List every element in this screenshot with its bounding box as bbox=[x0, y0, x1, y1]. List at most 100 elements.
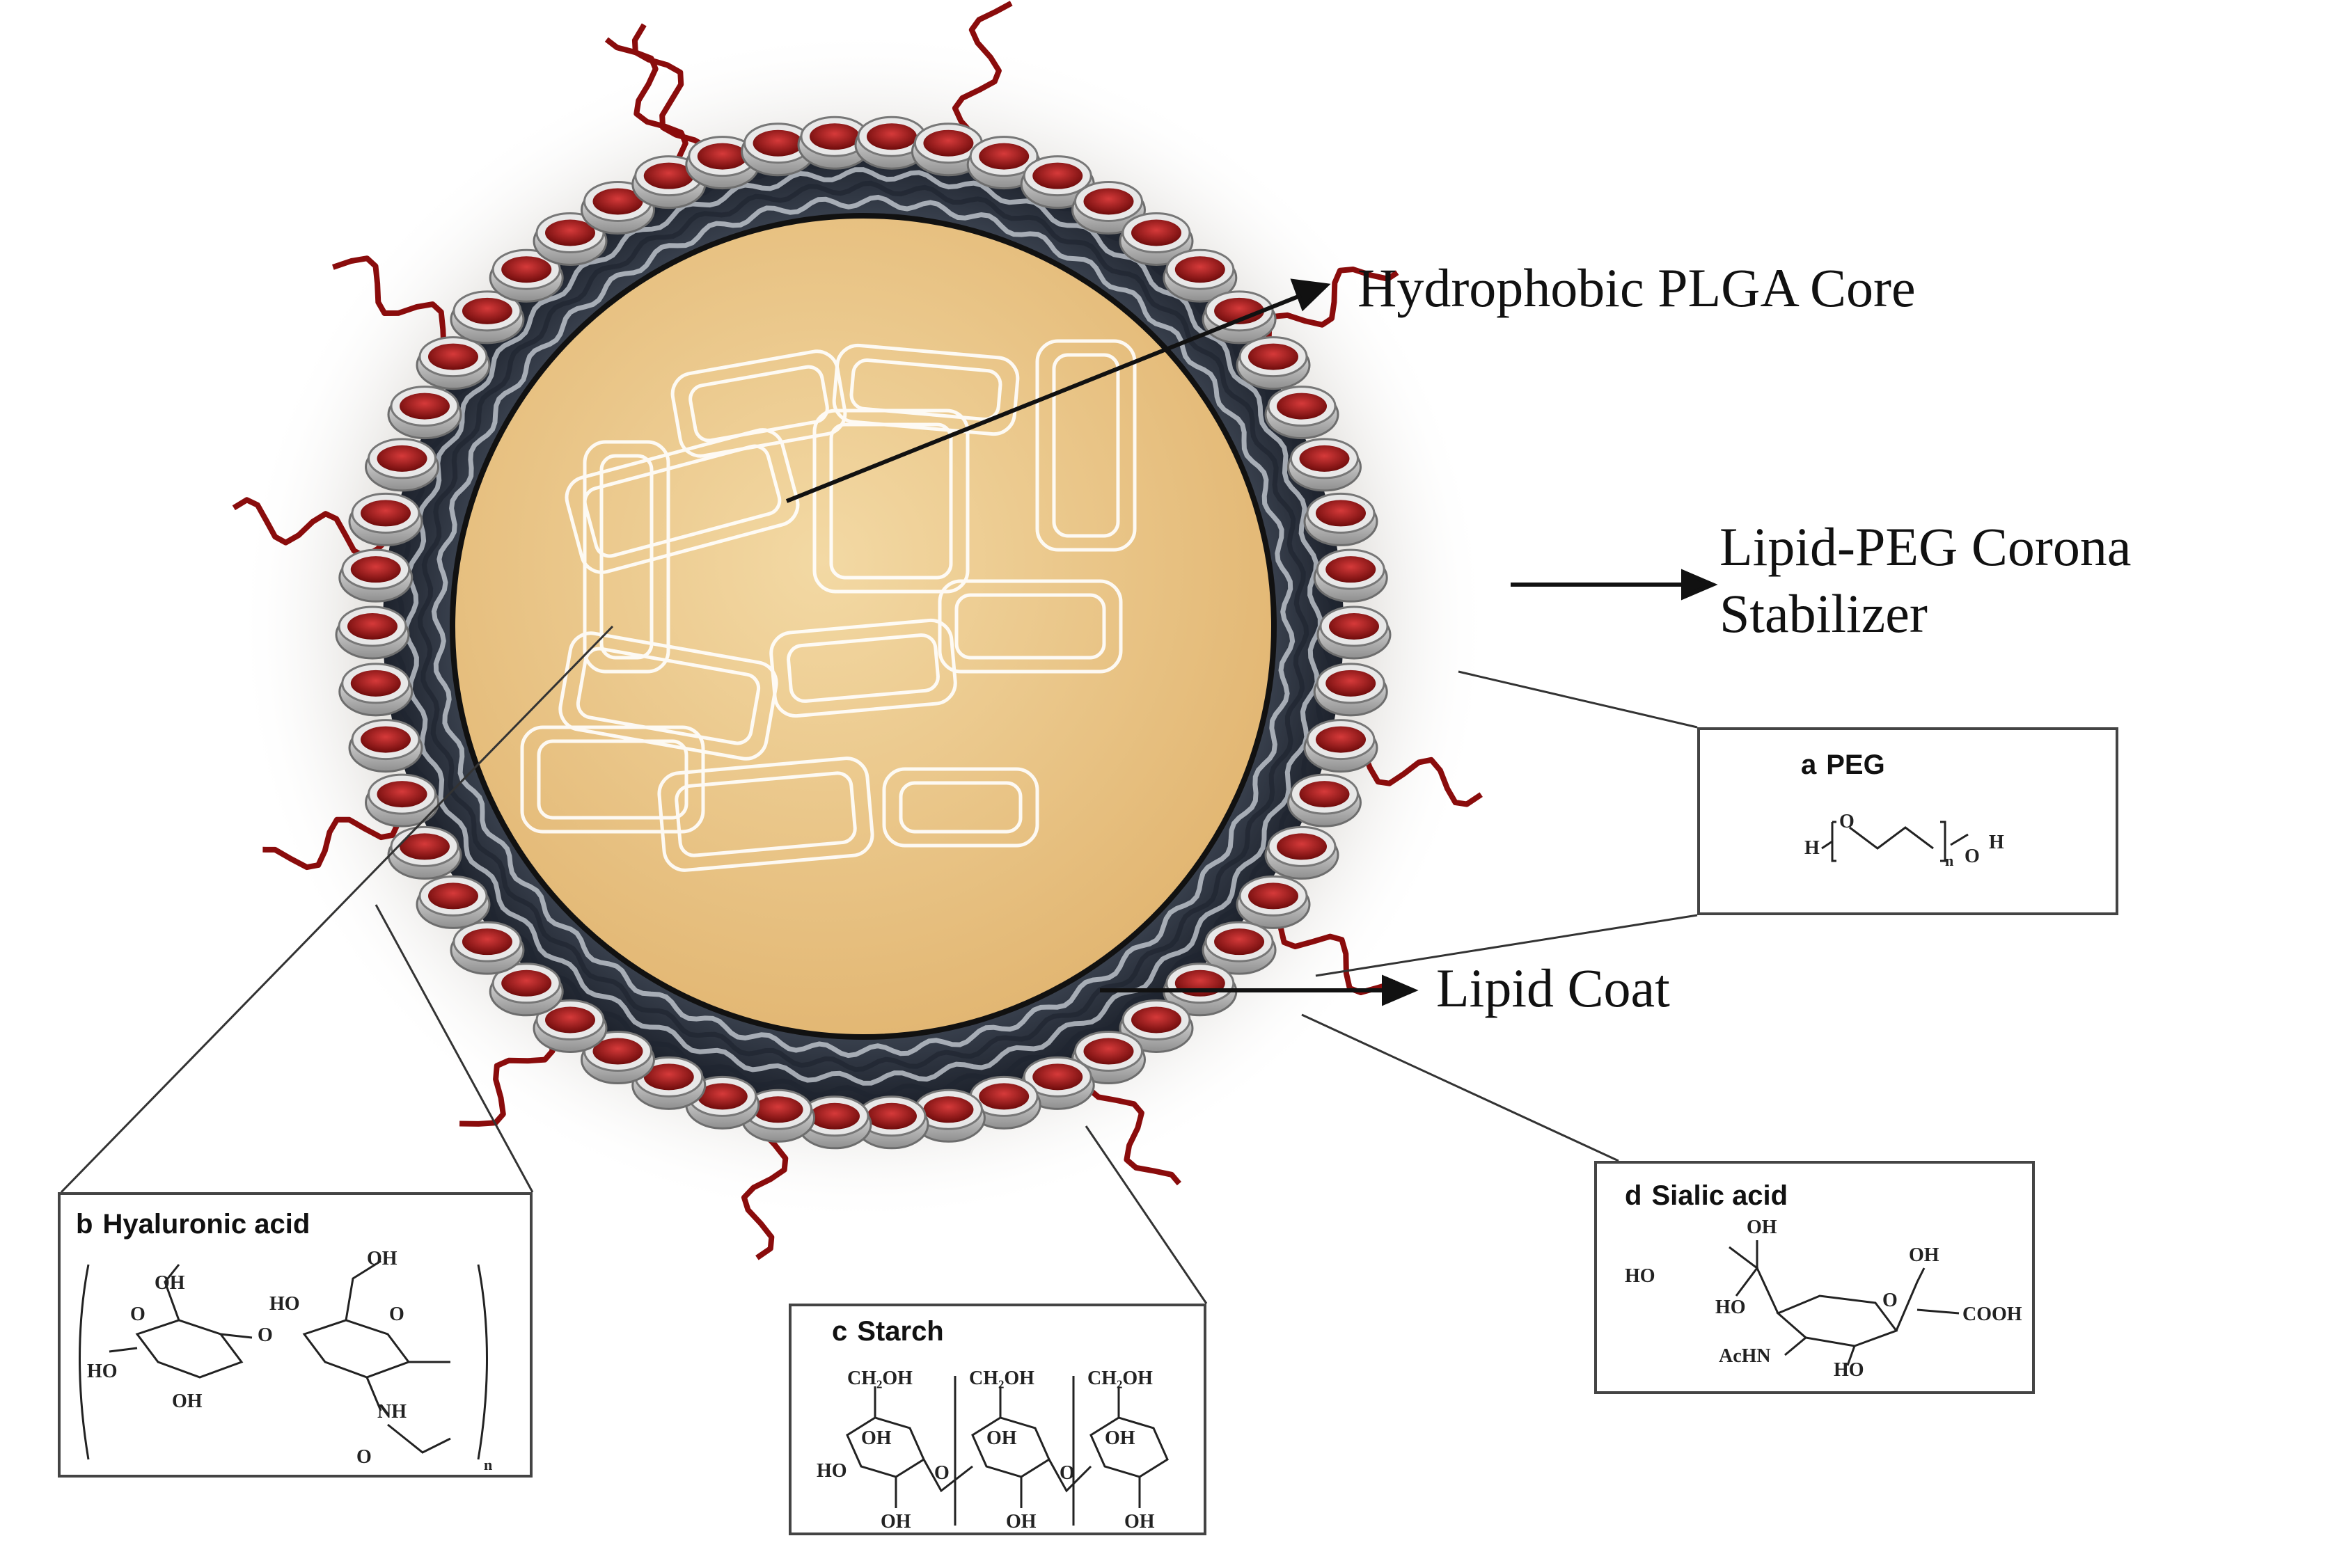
lipid-head bbox=[335, 605, 410, 660]
sialic-atom-4: HO bbox=[1715, 1297, 1746, 1318]
corona-label-line1: Lipid-PEG Corona bbox=[1719, 516, 2132, 577]
lipid-head bbox=[365, 438, 440, 492]
starch-atom-4: OH bbox=[861, 1427, 892, 1449]
ha-atom-8: OH bbox=[367, 1248, 397, 1269]
starch-leader bbox=[1085, 1125, 1208, 1304]
ha-atom-5: HO bbox=[269, 1293, 300, 1315]
starch-atom-1: CH₂OH bbox=[847, 1368, 913, 1389]
core-polymer-mesh bbox=[520, 339, 1137, 872]
polymer-segment-inner bbox=[899, 781, 1023, 834]
lipid-head bbox=[489, 248, 564, 303]
lipid-head bbox=[966, 136, 1041, 190]
ha-atom-9: NH bbox=[377, 1401, 407, 1423]
lipid-head bbox=[489, 963, 564, 1017]
peg-inset-title: a PEG bbox=[1801, 750, 1885, 781]
lipid-head bbox=[1286, 773, 1362, 827]
lipid-head bbox=[1236, 336, 1311, 390]
peg-structure: H O n O H bbox=[1804, 811, 2004, 869]
starch-structure: CH₂OH CH₂OH CH₂OH OH OH OH HO O O OH OH … bbox=[817, 1368, 1169, 1533]
polymer-segment bbox=[565, 428, 800, 574]
hyaluronic-structure: OH O OH O HO HO O OH NH O n bbox=[79, 1248, 492, 1473]
lipid-head bbox=[1119, 999, 1194, 1053]
starch-atom-2: CH₂OH bbox=[969, 1368, 1034, 1389]
lipid-heads bbox=[335, 116, 1392, 1150]
lipid-head bbox=[416, 336, 491, 390]
lipid-head bbox=[741, 122, 816, 177]
polymer-segment bbox=[583, 440, 670, 674]
lipid-head bbox=[797, 116, 872, 170]
ha-atom-3: OH bbox=[172, 1391, 203, 1412]
peg-inset-letter: a bbox=[1801, 750, 1817, 780]
sialic-atom-1: OH bbox=[1747, 1217, 1777, 1238]
starch-atom-7: HO bbox=[817, 1460, 847, 1482]
lipid-head bbox=[338, 548, 414, 603]
starch-atom-10: OH bbox=[881, 1511, 911, 1533]
lipid-head bbox=[416, 875, 491, 929]
ha-atom-10: O bbox=[356, 1446, 372, 1468]
ha-atom-1: OH bbox=[155, 1272, 185, 1294]
lipid-head bbox=[797, 1095, 872, 1150]
corona-label-line2: Stabilizer bbox=[1719, 583, 1928, 644]
starch-atom-11: OH bbox=[1006, 1511, 1037, 1533]
lipid-head bbox=[1071, 180, 1146, 235]
lipid-head bbox=[450, 921, 525, 975]
starch-inset: c Starch CH₂OH CH₂OH CH₂OH OH bbox=[789, 1304, 1206, 1535]
lipid-head bbox=[348, 492, 423, 546]
lipid-head bbox=[1071, 1031, 1146, 1085]
lipid-head bbox=[1020, 1056, 1095, 1110]
core-label: Hydrophobic PLGA Core bbox=[1357, 258, 1916, 318]
ha-atom-6: HO bbox=[87, 1361, 118, 1382]
starch-inset-name: Starch bbox=[857, 1316, 944, 1347]
lipid-head bbox=[911, 122, 986, 177]
starch-atom-12: OH bbox=[1124, 1511, 1155, 1533]
lipid-head bbox=[450, 290, 525, 345]
lipid-head bbox=[1264, 825, 1339, 880]
polymer-segment-inner bbox=[954, 593, 1106, 660]
peg-atom-h-right: H bbox=[1989, 832, 2004, 853]
sialic-atom-6: COOH bbox=[1962, 1304, 2022, 1325]
core-arrow-head bbox=[1290, 278, 1331, 312]
polymer-segment bbox=[832, 343, 1020, 436]
polymer-segment bbox=[812, 409, 970, 594]
lipid-head bbox=[911, 1088, 986, 1143]
polymer-segment-inner bbox=[829, 422, 953, 580]
starch-inset-letter: c bbox=[832, 1316, 848, 1347]
peg-chains bbox=[232, 1, 1483, 1260]
lipid-head bbox=[387, 386, 462, 440]
lipid-head bbox=[533, 999, 608, 1053]
peg-chain bbox=[604, 37, 688, 189]
polymer-segment-inner bbox=[787, 633, 940, 703]
lipid-head bbox=[1313, 663, 1388, 717]
inset-leader-lines bbox=[60, 625, 1698, 1304]
coat-label: Lipid Coat bbox=[1436, 958, 1670, 1018]
polymer-segment bbox=[520, 725, 705, 834]
lipid-head bbox=[1303, 492, 1378, 546]
hyaluronic-leader-top bbox=[60, 625, 614, 1194]
lipid-head bbox=[854, 1095, 929, 1150]
callout-arrows bbox=[785, 278, 1718, 1006]
lipid-head bbox=[338, 663, 414, 717]
peg-atom-n: n bbox=[1945, 852, 1953, 869]
starch-atom-8: O bbox=[934, 1462, 950, 1484]
sialic-inset-letter: d bbox=[1625, 1180, 1642, 1211]
peg-atom-o-left: O bbox=[1839, 811, 1855, 832]
peg-inset-name: PEG bbox=[1826, 750, 1885, 780]
starch-atom-3: CH₂OH bbox=[1087, 1368, 1153, 1389]
polymer-segment bbox=[657, 757, 874, 872]
lipid-head bbox=[685, 136, 760, 190]
lipid-head bbox=[1303, 719, 1378, 773]
shell-wave bbox=[431, 194, 1296, 1059]
starch-inset-title: c Starch bbox=[832, 1316, 944, 1347]
lipid-head bbox=[348, 719, 423, 773]
hyaluronic-inset-letter: b bbox=[76, 1209, 93, 1240]
lipid-head bbox=[1202, 290, 1277, 345]
coat-arrow-head bbox=[1382, 974, 1419, 1006]
lipid-head bbox=[1264, 386, 1339, 440]
ha-atom-2: O bbox=[130, 1304, 145, 1325]
lipid-head bbox=[1236, 875, 1311, 929]
polymer-segment bbox=[882, 767, 1039, 848]
